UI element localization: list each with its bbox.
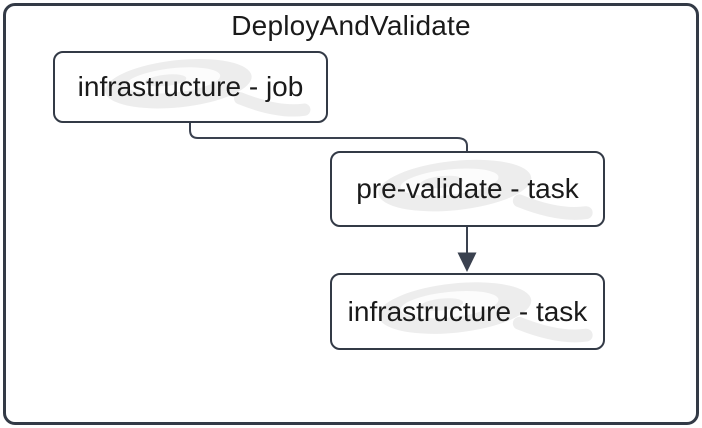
watermark-lens-icon [105, 59, 311, 117]
node-label: infrastructure - task [347, 295, 588, 327]
watermark-lens-icon [378, 159, 593, 220]
node-label: pre-validate - task [356, 173, 579, 204]
pipeline-title: DeployAndValidate [231, 10, 471, 41]
pipeline-group-frame [3, 3, 699, 425]
node-infrastructure-task[interactable]: infrastructure - task [330, 273, 605, 350]
watermark-lens-icon [378, 282, 593, 343]
node-label: infrastructure - job [77, 71, 304, 102]
node-infrastructure-job[interactable]: infrastructure - job [53, 51, 328, 123]
node-pre-validate-task[interactable]: pre-validate - task [330, 151, 605, 227]
